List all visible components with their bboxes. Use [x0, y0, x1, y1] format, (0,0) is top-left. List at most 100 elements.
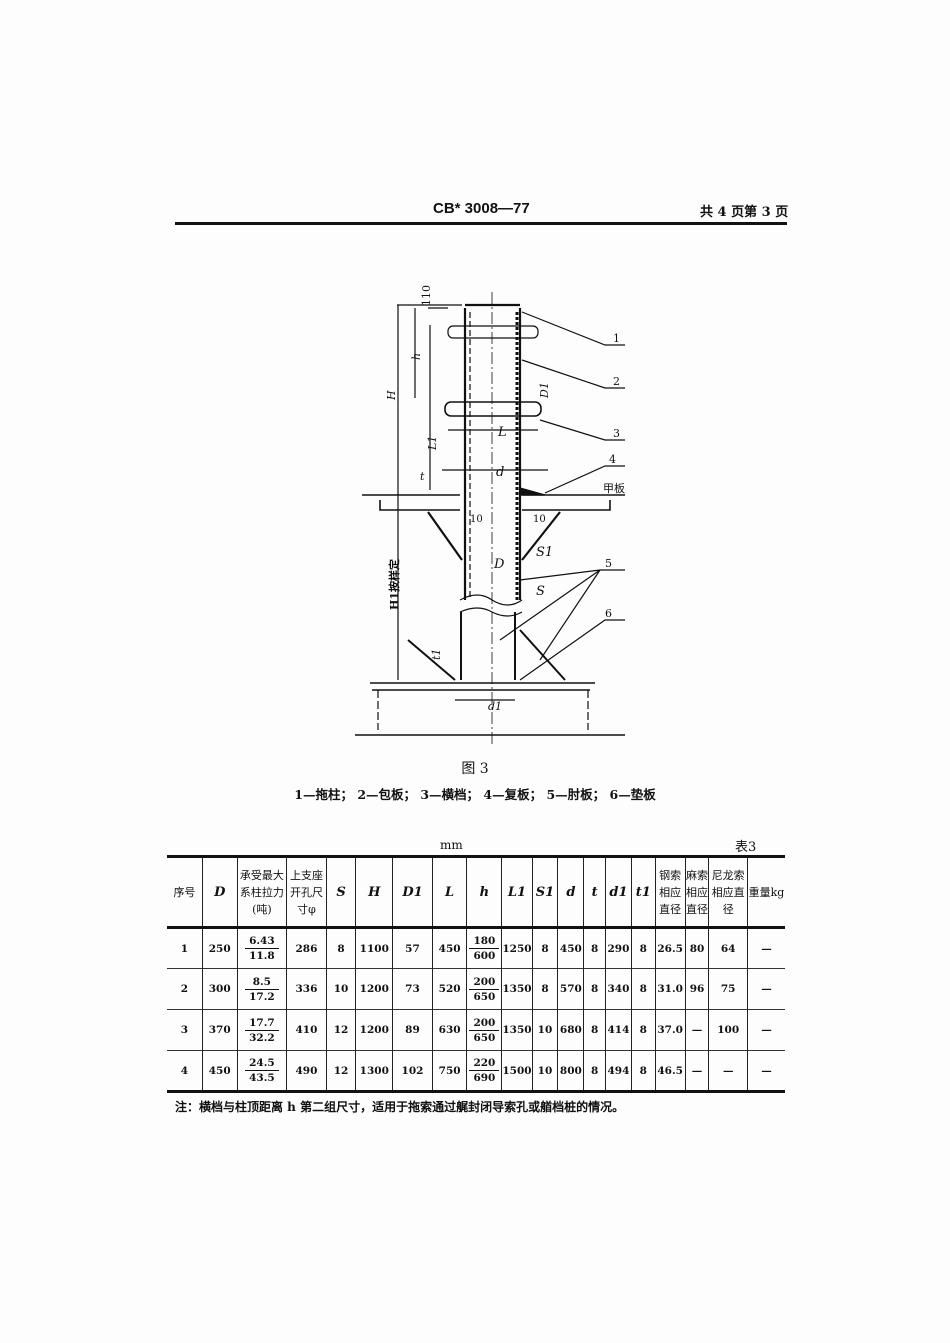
table-cell: — [746, 1050, 785, 1092]
column-header: 序号 [173, 885, 196, 899]
table-cell: 450 [557, 927, 584, 969]
column-header: t1 [630, 856, 656, 928]
callout-3: 3 [613, 427, 620, 440]
table-cell: 630 [431, 1009, 467, 1051]
label-h: h [410, 353, 423, 360]
table-cell: 570 [557, 968, 584, 1010]
callout-4: 4 [609, 453, 616, 466]
table-cell: 520 [431, 968, 467, 1010]
table-number: 表3 [735, 840, 757, 855]
denominator: 32.2 [249, 1031, 275, 1044]
table-cell: — [746, 968, 785, 1010]
table-cell: 8 [583, 1050, 606, 1092]
numerator: 17.7 [245, 1016, 279, 1031]
table-cell: 370 [201, 1009, 238, 1051]
denominator: 17.2 [249, 990, 275, 1003]
numerator: 200 [469, 1016, 500, 1031]
table-cell: 12 [325, 1009, 356, 1051]
table-cell: 450 [201, 1050, 238, 1092]
table-cell: 800 [557, 1050, 584, 1092]
figure-caption: 图 3 [461, 761, 489, 777]
table-cell: 300 [201, 968, 238, 1010]
table-cell: 80 [684, 927, 709, 969]
table-cell: — [684, 1050, 709, 1092]
table-cell: — [708, 1050, 748, 1092]
column-header: H [355, 856, 393, 928]
table-cell: 8 [630, 927, 656, 969]
table-cell: 10 [531, 1050, 558, 1092]
denominator: 690 [473, 1072, 496, 1084]
table-cell: 26.5 [654, 927, 686, 969]
table-cell: 1100 [355, 927, 393, 969]
column-header: 承受最大系柱拉力(吨) [236, 856, 287, 928]
table-cell: 4 [180, 1064, 189, 1077]
table-cell: 89 [392, 1009, 433, 1051]
label-110: 110 [420, 285, 433, 306]
table-cell: 8 [630, 1050, 656, 1092]
table-cell: 8 [531, 968, 558, 1010]
numerator: 8.5 [245, 975, 279, 990]
table-cell: 1 [180, 942, 189, 955]
table-cell: 3 [180, 1024, 189, 1036]
table-cell: 37.0 [654, 1009, 686, 1051]
callout-2: 2 [613, 375, 620, 388]
denominator: 650 [473, 1031, 496, 1044]
table-cell: 8 [325, 927, 356, 969]
label-S1: S1 [536, 545, 553, 560]
label-d: d [496, 465, 504, 480]
table-cell: — [746, 927, 785, 969]
denominator: 650 [473, 990, 496, 1003]
column-header: 上支座开孔尺寸φ [286, 856, 327, 928]
column-header: 重量kg [746, 856, 785, 928]
table-cell: 336 [286, 968, 327, 1010]
figure-legend: 1—拖柱； 2—包板； 3—横档； 4—复板； 5—肘板； 6—垫板 [294, 787, 656, 802]
label-t: t [420, 470, 425, 483]
table-cell: 75 [708, 968, 748, 1010]
column-header: S1 [531, 856, 558, 928]
table-cell: 8 [630, 1009, 656, 1051]
label-10-right: 10 [533, 514, 546, 525]
column-header: 尼龙索相应直径 [708, 856, 748, 928]
table-note: 注：横档与柱顶距离 h 第二组尺寸，适用于拖索通过艉封闭导索孔或艏档桩的情况。 [175, 1100, 625, 1114]
label-d1: d1 [488, 700, 502, 713]
column-header: d1 [604, 856, 632, 928]
callout-6: 6 [605, 607, 612, 620]
table-cell: 410 [286, 1009, 327, 1051]
table-cell: 250 [201, 927, 238, 969]
column-header: t [583, 856, 606, 928]
table-cell: 8 [583, 927, 606, 969]
label-H1: H1按样定 [387, 559, 401, 610]
column-header: D1 [392, 856, 433, 928]
callout-1: 1 [613, 332, 620, 345]
column-header: d [557, 856, 584, 928]
column-header: 钢索相应直径 [654, 856, 686, 928]
column-header: D [201, 856, 238, 928]
header-rule [175, 222, 787, 225]
numerator: 24.5 [245, 1056, 279, 1071]
label-S: S [536, 584, 545, 599]
table-cell: 12 [325, 1050, 356, 1092]
column-header: 麻索相应直径 [684, 856, 709, 928]
numerator: 200 [469, 975, 500, 990]
table-cell: 1350 [501, 968, 533, 1010]
table-cell: 286 [286, 927, 327, 969]
table-cell: 73 [392, 968, 433, 1010]
callout-5: 5 [605, 557, 612, 570]
table-cell: 450 [431, 927, 467, 969]
table-cell: — [746, 1009, 785, 1051]
